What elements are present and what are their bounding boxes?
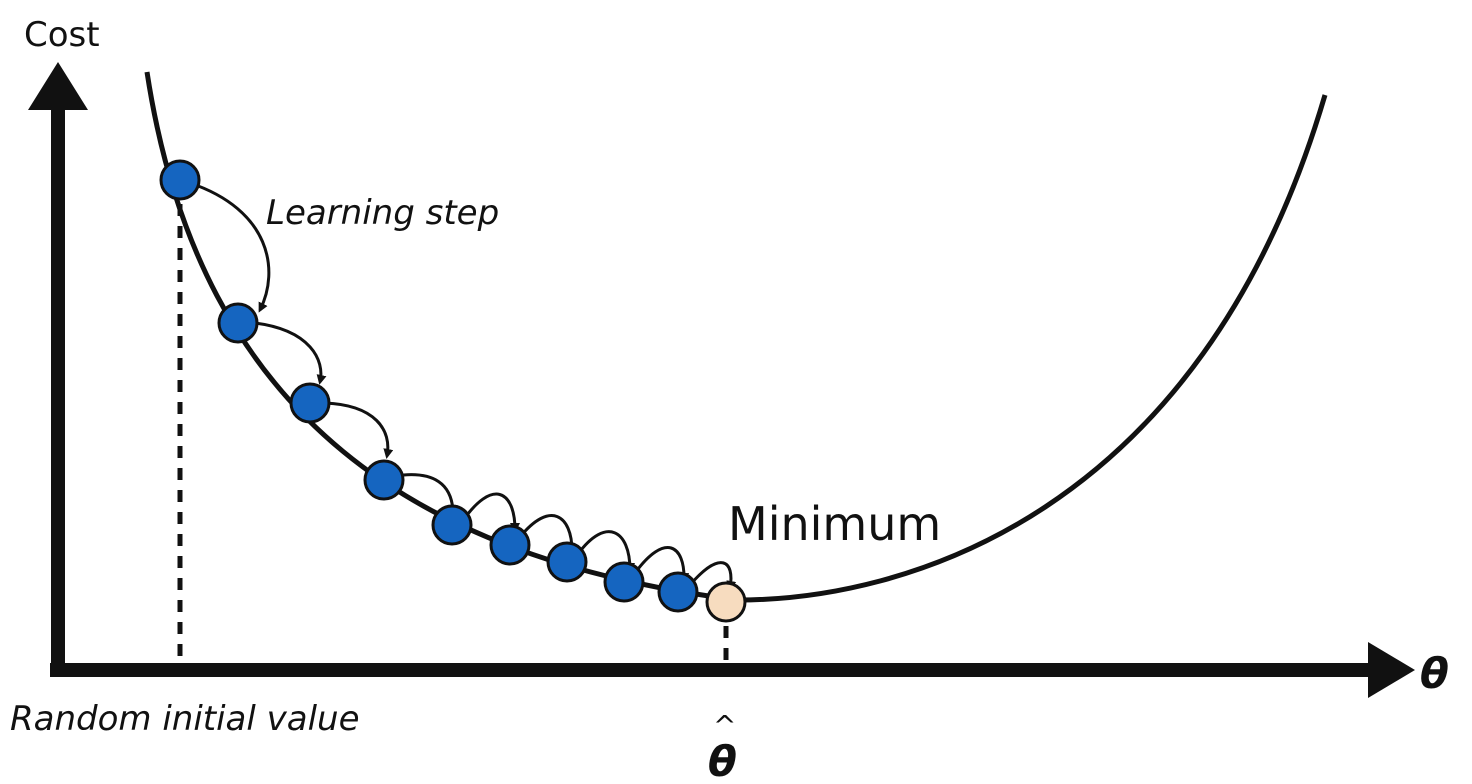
theta-hat-label: θ <box>708 737 737 784</box>
step-arrow <box>254 321 327 385</box>
step-arrow <box>576 530 635 573</box>
step-arrow <box>633 546 690 583</box>
step-points <box>159 159 747 623</box>
step-arrow <box>688 561 737 591</box>
x-axis <box>50 642 1415 698</box>
step-arrow <box>518 514 577 554</box>
step-point <box>289 382 331 424</box>
y-axis <box>28 62 88 670</box>
step-point <box>489 524 531 566</box>
step-arrow <box>189 181 271 313</box>
step-point <box>431 504 473 546</box>
step-point <box>363 459 405 501</box>
step-point <box>217 302 259 344</box>
step-point <box>159 159 201 201</box>
y-axis-label: Cost <box>24 15 100 55</box>
minimum-point <box>705 581 747 623</box>
theta-hat-accent: ^ <box>713 709 736 742</box>
step-arrow <box>394 473 458 515</box>
learning-step-arrows <box>189 181 737 591</box>
step-point <box>657 571 699 613</box>
step-point <box>603 561 645 603</box>
step-point <box>546 541 588 583</box>
step-arrow <box>460 492 520 533</box>
minimum-label: Minimum <box>728 497 941 551</box>
x-axis-label: θ <box>1420 649 1449 698</box>
learning-step-label: Learning step <box>266 193 499 233</box>
random-initial-value-label: Random initial value <box>10 699 360 739</box>
step-arrow <box>324 401 394 459</box>
